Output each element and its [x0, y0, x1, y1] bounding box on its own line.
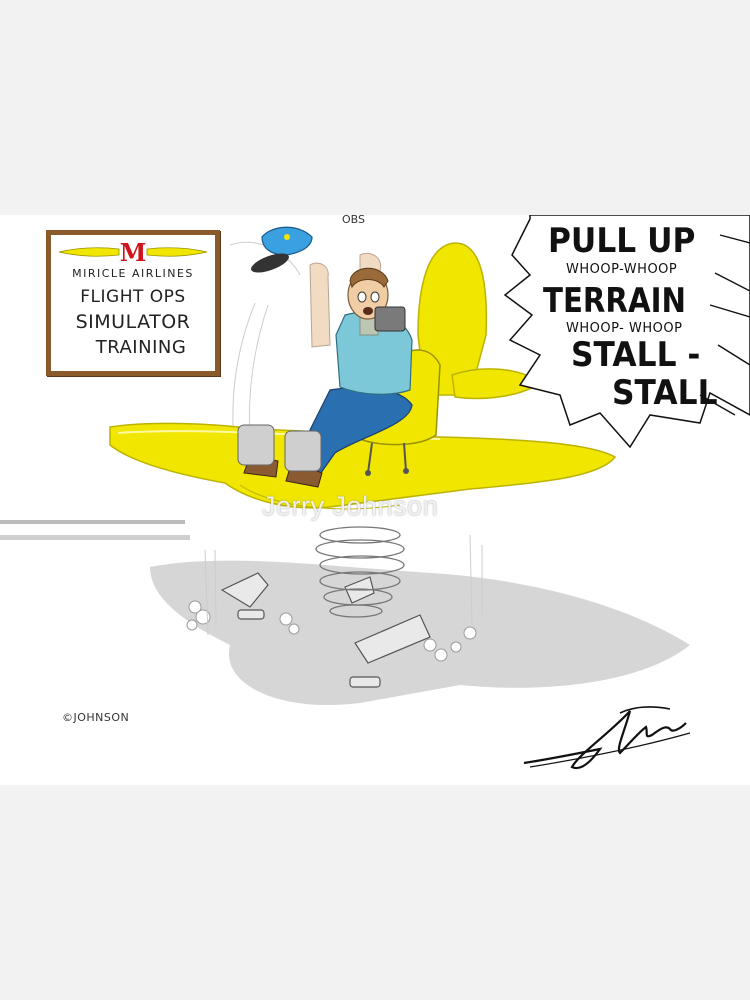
speech-burst	[503, 215, 750, 449]
pilot-cap	[251, 226, 313, 273]
artist-watermark: Jerry Johnson	[262, 491, 439, 521]
spring-column	[315, 526, 405, 618]
exclamation-text: OBS	[342, 215, 365, 226]
training-sign: M MIRICLE AIRLINES FLIGHT OPS SIMULATOR …	[46, 230, 220, 376]
cartoon-canvas: M MIRICLE AIRLINES FLIGHT OPS SIMULATOR …	[0, 215, 750, 785]
sign-line-airline: MIRICLE AIRLINES	[72, 267, 194, 280]
speech-rays	[699, 234, 750, 416]
speech-pull-up: PULL UP	[548, 221, 696, 261]
sign-line-training: TRAINING	[95, 337, 187, 358]
simulator-scene	[0, 215, 750, 706]
floor-line	[0, 520, 190, 540]
speech-stall-1: STALL -	[571, 335, 701, 375]
sign-line-flight-ops: FLIGHT OPS	[80, 287, 186, 307]
dust-puffs	[186, 600, 477, 662]
copyright-text: ©JOHNSON	[62, 711, 130, 724]
artist-signature	[523, 706, 691, 770]
pilot-figure	[237, 252, 413, 488]
speech-whoop-1: WHOOP-WHOOP	[566, 262, 678, 277]
speech-whoop-2: WHOOP- WHOOP	[566, 321, 683, 336]
speech-stall-2: STALL	[612, 373, 718, 413]
airline-logo: M	[58, 239, 208, 265]
speech-terrain: TERRAIN	[543, 281, 686, 321]
logo-letter: M	[120, 239, 147, 265]
sign-line-simulator: SIMULATOR	[75, 311, 191, 333]
fallen-supports	[220, 572, 431, 688]
